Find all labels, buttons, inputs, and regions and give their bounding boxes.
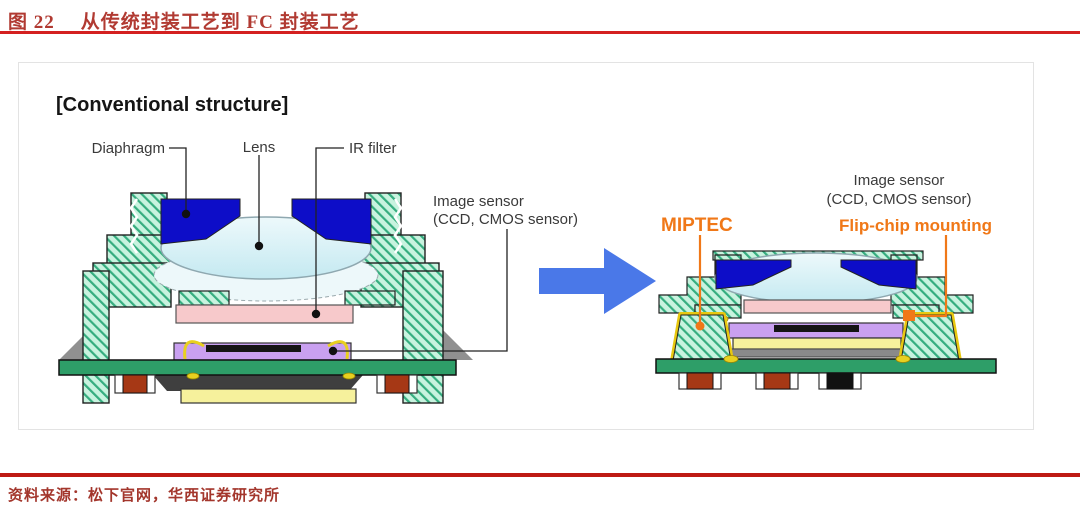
flip-chip-label: Flip-chip mounting [839, 216, 992, 235]
thread-left [129, 198, 139, 254]
sensor-die [206, 345, 301, 352]
miptec-dot [695, 321, 705, 331]
substrate [732, 337, 902, 350]
packaging-diagram: [Conventional structure] Diaphragm Lens … [56, 94, 997, 404]
image-sensor-label-line1: Image sensor [854, 172, 945, 189]
pad-2 [763, 372, 791, 390]
ir-filter [743, 299, 892, 314]
ledge-right [344, 290, 396, 306]
interposer [718, 348, 916, 358]
image-sensor-label-line1: Image sensor [433, 193, 524, 210]
diaphragm-right [291, 198, 372, 245]
image-sensor-dot [328, 346, 338, 356]
leg-left [672, 314, 732, 362]
fc-module: MIPTEC Image sensor (CCD, CMOS sensor) F… [655, 172, 997, 390]
image-sensor-label-line2: (CCD, CMOS sensor) [433, 211, 578, 228]
pad-right [384, 374, 410, 394]
pad-1 [686, 372, 714, 390]
lens-label: Lens [243, 139, 276, 156]
bump-pcb-left [723, 355, 739, 363]
diaphragm-left [715, 259, 792, 290]
diaphragm-right [840, 259, 917, 290]
substrate [180, 388, 357, 404]
leader-lines [169, 147, 508, 352]
source-note: 资料来源：松下官网，华西证券研究所 [8, 488, 281, 504]
thread-right [393, 198, 403, 254]
diaphragm-label: Diaphragm [92, 140, 165, 157]
transition-arrow-icon [539, 248, 656, 314]
bump-pcb-right [895, 355, 911, 363]
diaphragm-dot [181, 209, 191, 219]
pad-left [122, 374, 148, 394]
socket [153, 375, 363, 391]
image-sensor-label-line2: (CCD, CMOS sensor) [826, 191, 971, 208]
lens-dot [254, 241, 264, 251]
leg-right [900, 314, 960, 362]
conventional-structure-title: [Conventional structure] [56, 94, 288, 116]
ir-filter-label: IR filter [349, 140, 397, 157]
right-wing [441, 328, 473, 360]
pad-3 [826, 372, 854, 390]
bottom-divider [0, 473, 1080, 477]
bond-wire-left [183, 340, 205, 360]
flip-chip-leader [915, 235, 948, 318]
figure-caption: 图 22 从传统封装工艺到 FC 封装工艺 [0, 0, 1080, 33]
diagram-panel: [Conventional structure] Diaphragm Lens … [18, 62, 1034, 430]
bond-wire-right [327, 340, 349, 360]
flip-chip-marker [903, 310, 915, 321]
ledge-left [178, 290, 230, 306]
solder-dot-left [186, 372, 200, 380]
ir-filter-dot [311, 309, 321, 319]
figure-title: 从传统封装工艺到 FC 封装工艺 [80, 12, 360, 33]
diaphragm-left [160, 198, 241, 245]
pcb [655, 358, 997, 374]
ir-filter [175, 304, 354, 324]
miptec-label: MIPTEC [661, 215, 733, 236]
top-divider [0, 31, 1080, 34]
solder-dot-right [342, 372, 356, 380]
pcb [58, 359, 457, 376]
sensor-die [774, 325, 859, 332]
conventional-module: [Conventional structure] Diaphragm Lens … [56, 94, 578, 404]
figure-number: 图 22 [8, 12, 55, 33]
